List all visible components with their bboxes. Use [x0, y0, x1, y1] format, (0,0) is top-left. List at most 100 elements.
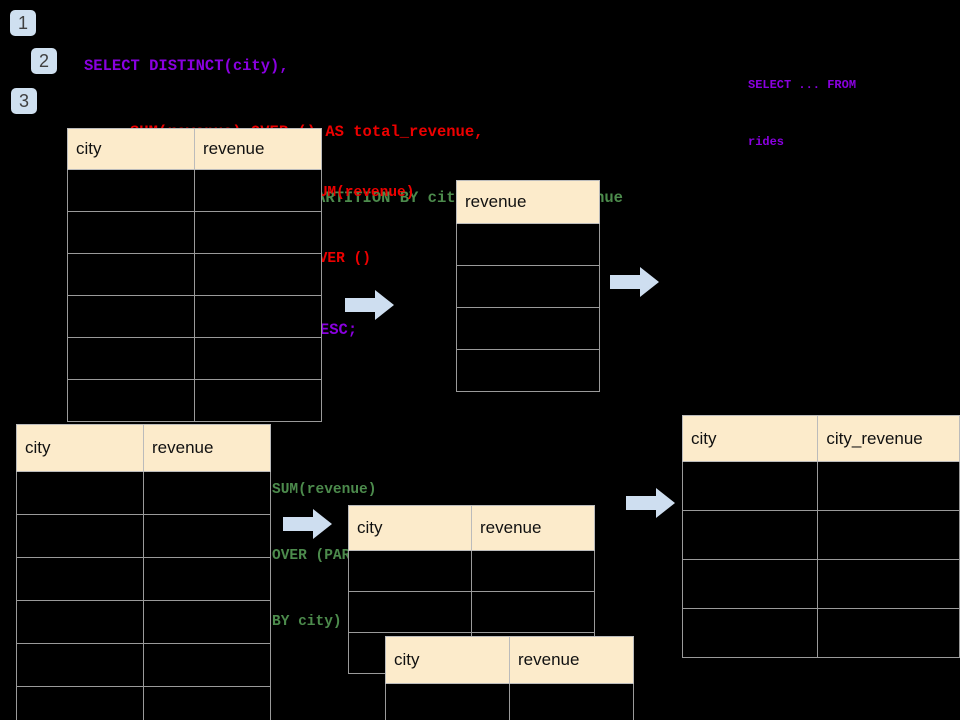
arrow-right-total-to-result-icon	[610, 267, 659, 297]
total-revenue-table: revenue	[456, 180, 600, 392]
table-cell	[143, 600, 271, 644]
table-cell	[16, 686, 144, 720]
table-cell	[681, 608, 819, 658]
step-badge-3: 3	[11, 88, 37, 114]
arrow-right-partition-to-result-icon	[626, 488, 675, 518]
step-badge-2: 2	[31, 48, 57, 74]
table-row	[67, 253, 322, 296]
table-row	[16, 514, 271, 558]
column-header-city: city	[385, 636, 510, 684]
table-cell	[143, 557, 271, 601]
sql-line-select: SELECT DISTINCT(city),	[84, 57, 289, 75]
annotation-sum-over-empty-line-1: SUM(revenue)	[310, 185, 415, 201]
table-row	[681, 510, 960, 560]
rides-source-table-top: city revenue	[67, 128, 322, 422]
sidenote-line-2: rides	[748, 135, 785, 149]
table-cell	[194, 211, 322, 254]
table-cell	[67, 169, 195, 212]
annotation-sum-over-partition-line-1: SUM(revenue)	[272, 482, 377, 498]
table-row	[16, 600, 271, 644]
table-cell	[817, 608, 960, 658]
table-cell	[16, 514, 144, 558]
table-cell	[456, 223, 600, 266]
table-cell	[67, 253, 195, 296]
table-header-row: revenue	[456, 180, 600, 224]
table-cell	[471, 591, 595, 633]
column-header-revenue: revenue	[509, 636, 634, 684]
table-cell	[67, 379, 195, 422]
column-header-city-revenue: city_revenue	[817, 415, 960, 462]
sidenote-select-from-rides: SELECT ... FROM rides	[748, 38, 856, 190]
table-row	[385, 683, 634, 720]
table-cell	[194, 169, 322, 212]
table-row	[456, 307, 600, 350]
result-city-revenue-table: city city_revenue	[681, 415, 960, 658]
table-cell	[194, 253, 322, 296]
table-cell	[143, 686, 271, 720]
annotation-sum-over-partition-line-3: BY city)	[272, 614, 342, 630]
table-cell	[509, 683, 634, 720]
column-header-city: city	[348, 505, 472, 551]
table-cell	[16, 643, 144, 687]
partition-table-front: city revenue	[385, 636, 634, 720]
table-row	[16, 643, 271, 687]
table-row	[681, 608, 960, 658]
table-cell	[348, 591, 472, 633]
table-row	[456, 349, 600, 392]
table-header-row: city revenue	[385, 636, 634, 684]
table-cell	[817, 510, 960, 560]
column-header-revenue: revenue	[143, 424, 271, 472]
table-cell	[456, 265, 600, 308]
table-cell	[194, 295, 322, 338]
table-row	[67, 337, 322, 380]
table-cell	[456, 349, 600, 392]
arrow-right-source-to-partition-icon	[283, 509, 332, 539]
table-cell	[471, 550, 595, 592]
table-cell	[143, 514, 271, 558]
table-header-row: city revenue	[16, 424, 271, 472]
table-row	[67, 169, 322, 212]
table-header-row: city revenue	[67, 128, 322, 170]
table-cell	[67, 337, 195, 380]
table-row	[16, 471, 271, 515]
table-cell	[16, 557, 144, 601]
table-row	[16, 557, 271, 601]
table-cell	[194, 379, 322, 422]
annotation-sum-over-empty-line-2: OVER ()	[310, 251, 371, 267]
table-cell	[16, 600, 144, 644]
table-row	[67, 379, 322, 422]
column-header-city: city	[16, 424, 144, 472]
sidenote-line-1: SELECT ... FROM	[748, 78, 857, 92]
step-badge-1: 1	[10, 10, 36, 36]
table-cell	[348, 550, 472, 592]
table-row	[681, 461, 960, 511]
table-cell	[67, 211, 195, 254]
table-header-row: city city_revenue	[681, 415, 960, 462]
column-header-revenue: revenue	[194, 128, 322, 170]
table-cell	[681, 559, 819, 609]
table-row	[16, 686, 271, 720]
table-row	[456, 223, 600, 266]
table-cell	[456, 307, 600, 350]
arrow-right-source-to-total-icon	[345, 290, 394, 320]
rides-source-table-bottom: city revenue	[16, 424, 271, 720]
table-header-row: city revenue	[348, 505, 595, 551]
table-cell	[143, 471, 271, 515]
table-row	[348, 591, 595, 633]
annotation-sum-over-empty: SUM(revenue) OVER ()	[310, 138, 414, 314]
table-cell	[194, 337, 322, 380]
table-cell	[681, 510, 819, 560]
column-header-revenue: revenue	[456, 180, 600, 224]
table-cell	[67, 295, 195, 338]
table-cell	[143, 643, 271, 687]
table-cell	[385, 683, 510, 720]
table-row	[67, 211, 322, 254]
table-row	[67, 295, 322, 338]
table-cell	[681, 461, 819, 511]
column-header-city: city	[681, 415, 819, 462]
table-row	[681, 559, 960, 609]
table-row	[348, 550, 595, 592]
table-cell	[817, 461, 960, 511]
table-cell	[817, 559, 960, 609]
